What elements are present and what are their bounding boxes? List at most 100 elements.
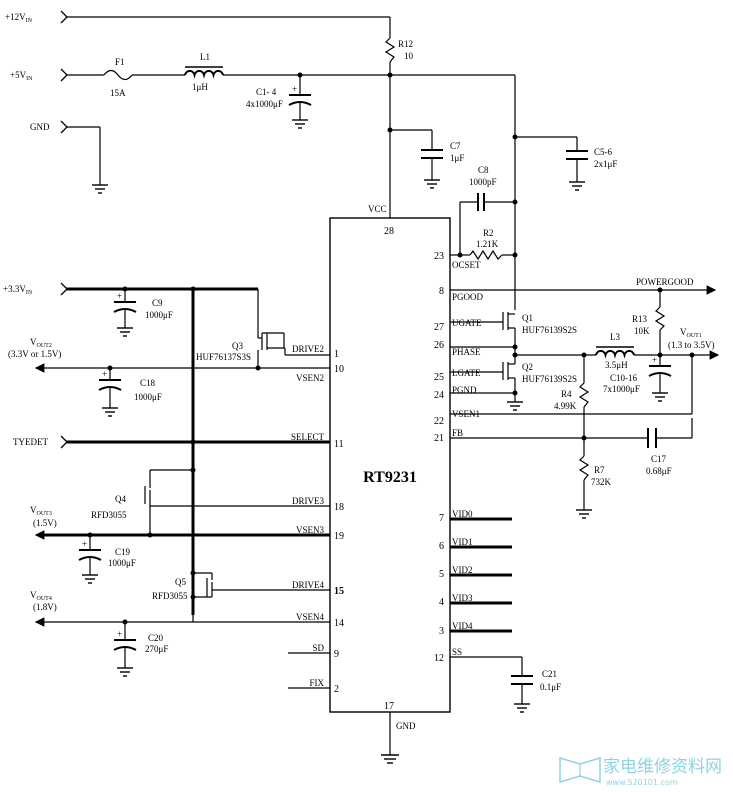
l1-val: 1μH	[192, 82, 208, 92]
port-12v: +12VIN	[5, 12, 33, 24]
pin-gnd-num: 17	[384, 701, 394, 712]
pin-num: 11	[334, 439, 344, 450]
pin-num: 7	[439, 513, 444, 524]
pin-name: DRIVE3	[292, 496, 324, 506]
port-gnd: GND	[30, 122, 50, 132]
r4-val: 4.99K	[554, 401, 577, 411]
pin-name: VID3	[452, 593, 473, 603]
pin-num: 19	[334, 531, 344, 542]
r13-ref: R13	[632, 314, 648, 324]
c21-ref: C21	[542, 669, 557, 679]
l1-ref: L1	[200, 52, 210, 62]
pin-num: 12	[434, 653, 444, 664]
c9-ref: C9	[152, 298, 163, 308]
pin-vcc-num: 28	[384, 226, 394, 237]
pin-num: 26	[434, 340, 444, 351]
watermark-text: 家电维修资料网	[603, 757, 722, 777]
r7-val: 732K	[591, 477, 612, 487]
c20-val: 270μF	[145, 644, 168, 654]
c1-val: 4x1000μF	[246, 99, 283, 109]
c7-ref: C7	[450, 141, 461, 151]
q5-ref: Q5	[175, 577, 186, 587]
pin-num: 15	[334, 586, 344, 597]
ic-body	[329, 217, 451, 713]
pin-name: LGATE	[452, 368, 481, 378]
c1-ref: C1- 4	[256, 87, 277, 97]
pin-num: 23	[434, 251, 444, 262]
q5-val: RFD3055	[152, 591, 188, 601]
ic-name: RT9231	[363, 469, 417, 486]
l3-ref: L3	[610, 332, 620, 342]
q3-val: HUF76137S3S	[196, 352, 251, 362]
port-5v: +5VIN	[10, 70, 33, 82]
pin-num: 18	[334, 502, 344, 513]
pin-name: VSEN2	[296, 373, 324, 383]
pin-name: PGOOD	[452, 292, 484, 302]
vcc-label: VCC	[368, 204, 387, 214]
pin-name: SD	[312, 643, 324, 653]
junction-dots	[87, 72, 695, 625]
port-vout3-value: (1.5V)	[33, 518, 57, 528]
c8-ref: C8	[478, 165, 489, 175]
pin-num: 1	[334, 349, 339, 360]
pin-num: 8	[439, 286, 444, 297]
f1-val: 15A	[110, 88, 126, 98]
svg-text:+: +	[102, 369, 107, 379]
svg-text:+: +	[117, 291, 122, 301]
pin-num: 22	[434, 416, 444, 427]
pin-num: 21	[434, 433, 444, 444]
c20-ref: C20	[148, 633, 164, 643]
pin-num: 24	[434, 390, 444, 401]
pin-num: 14	[334, 618, 344, 629]
pin-num: 4	[439, 597, 444, 608]
r2-val: 1.21K	[476, 239, 499, 249]
c19-val: 1000μF	[108, 558, 136, 568]
svg-text:+: +	[652, 355, 657, 365]
c56-val: 2x1μF	[594, 159, 617, 169]
cap-polarity-marks: +++ +++	[82, 84, 657, 639]
watermark: 家电维修资料网 www.520101.com	[559, 756, 722, 787]
c7-val: 1μF	[450, 153, 464, 163]
f1-ref: F1	[115, 57, 125, 67]
gnd-pin-label: GND	[396, 721, 416, 731]
pin-num: 25	[434, 372, 444, 383]
pin-num: 5	[439, 569, 444, 580]
capacitors	[78, 94, 672, 685]
svg-text:+: +	[292, 84, 297, 94]
pin-num: 2	[334, 684, 339, 695]
c1016-val: 7x1000μF	[603, 384, 640, 394]
r2-ref: R2	[483, 228, 494, 238]
c19-ref: C19	[115, 547, 131, 557]
pin-name: FB	[452, 428, 463, 438]
port-3v3: +3.3VIN	[3, 284, 33, 296]
r4-ref: R4	[561, 389, 572, 399]
pin-name: VID2	[452, 565, 473, 575]
pin-name: VID1	[452, 537, 473, 547]
q3-ref: Q3	[232, 341, 243, 351]
pin-name: VSEN1	[452, 409, 480, 419]
pin-name: FIX	[309, 678, 324, 688]
c21-val: 0.1μF	[540, 682, 561, 692]
ground-symbols	[82, 119, 668, 764]
port-vout1-value: (1.3 to 3.5V)	[668, 340, 715, 350]
pin-num: 6	[439, 541, 444, 552]
q2-val: HUF76139S2S	[522, 374, 577, 384]
c18-val: 1000μF	[134, 392, 162, 402]
port-tyedet: TYEDET	[13, 437, 48, 447]
r7-ref: R7	[594, 465, 605, 475]
pin-name: DRIVE4	[292, 580, 324, 590]
pin-name: VID0	[452, 509, 473, 519]
pin-name: DRIVE2	[292, 344, 324, 354]
pin-name: SELECT	[291, 432, 325, 442]
watermark-url: www.520101.com	[606, 778, 678, 787]
r12-val: 10	[404, 51, 414, 61]
port-vout4-value: (1.8V)	[33, 602, 57, 612]
c1016-ref: C10-16	[610, 373, 638, 383]
c17-ref: C17	[651, 454, 667, 464]
port-vout2: VOUT2	[30, 337, 52, 349]
c56-ref: C5-6	[594, 147, 613, 157]
q4-ref: Q4	[115, 494, 126, 504]
q4-val: RFD3055	[91, 510, 127, 520]
